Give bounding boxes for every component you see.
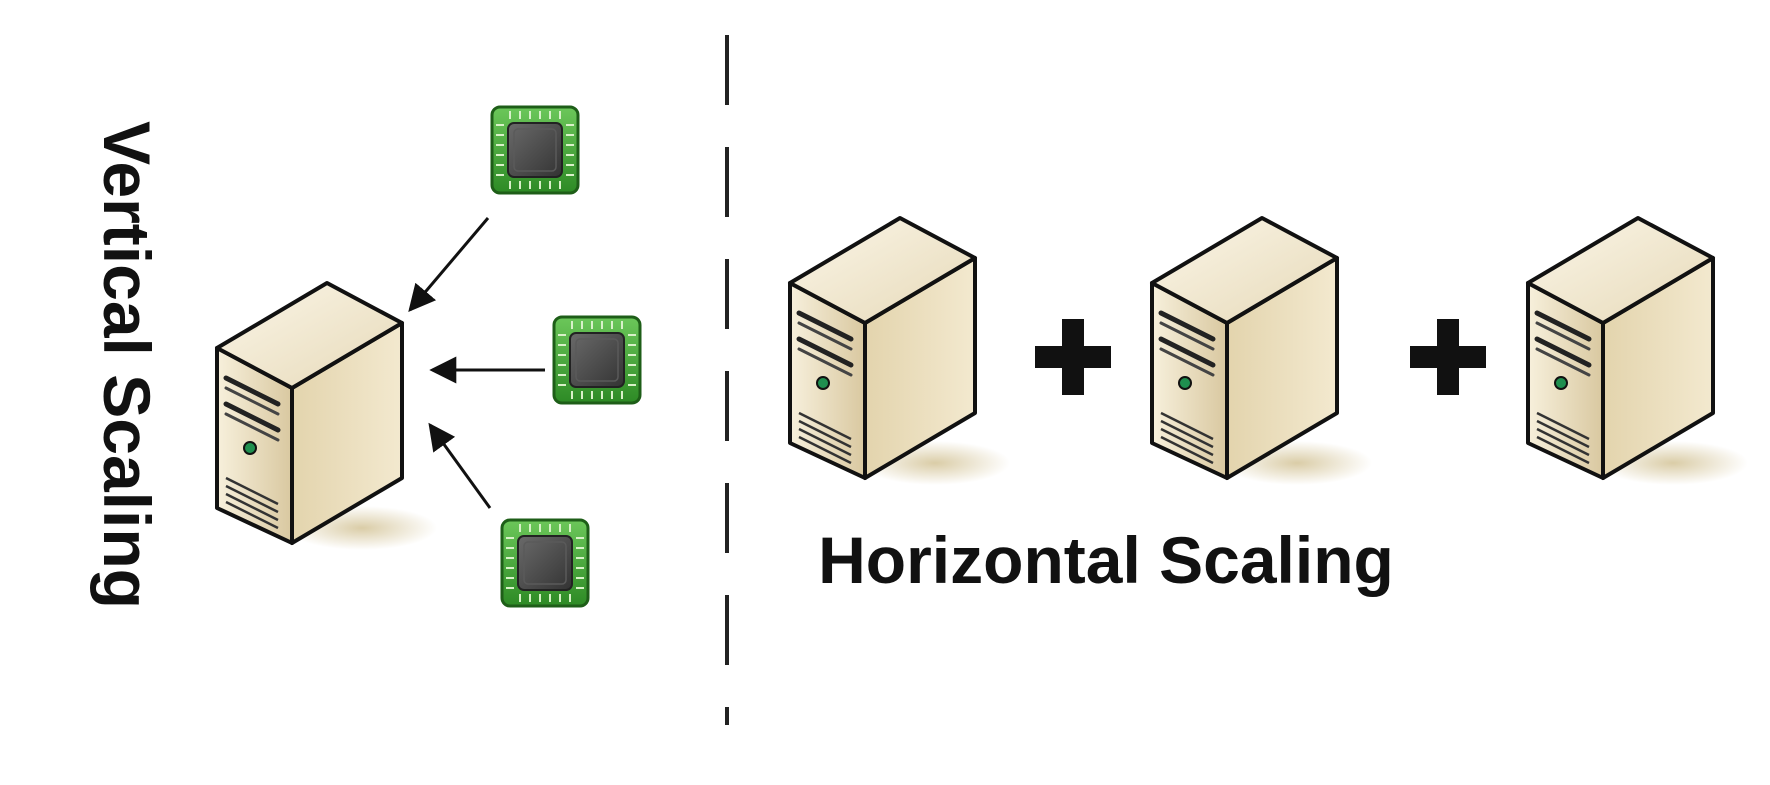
arrow-icon — [408, 217, 490, 313]
cpu-chip-icon — [500, 518, 590, 608]
server-icon — [1528, 218, 1748, 485]
vertical-scaling-label: Vertical Scaling — [90, 121, 164, 609]
cpu-chip-icon — [552, 315, 642, 405]
plus-icon — [1035, 319, 1111, 395]
server-icon — [217, 283, 437, 550]
plus-icon — [1410, 319, 1486, 395]
arrow-icon — [428, 422, 492, 509]
server-icon — [1152, 218, 1372, 485]
server-icon — [790, 218, 1010, 485]
cpu-chip-icon — [490, 105, 580, 195]
horizontal-scaling-label: Horizontal Scaling — [818, 523, 1394, 597]
